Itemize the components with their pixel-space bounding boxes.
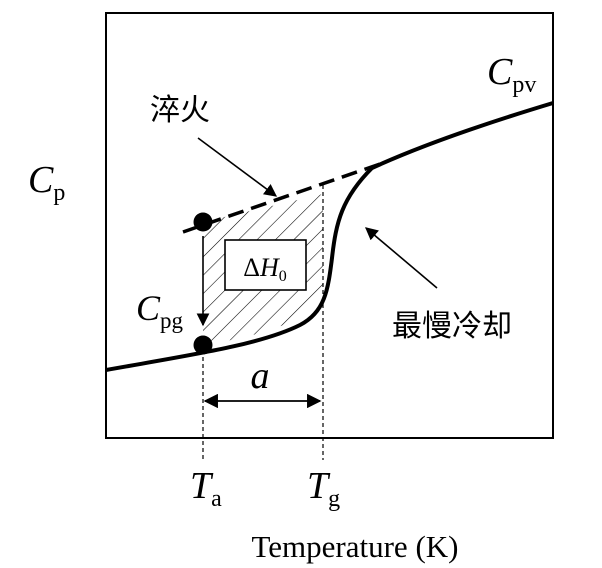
annealed-state-dot (193, 335, 213, 355)
quench-arrow (197, 137, 278, 197)
slow-cool-arrow (365, 227, 438, 289)
a-label: a (251, 355, 270, 397)
enthalpy-label: ΔH0 (243, 253, 287, 285)
cp-curve (105, 101, 554, 372)
x-axis-title: Temperature (K) (252, 529, 459, 564)
cp-axis-label: Cp (28, 159, 65, 206)
plot-frame (105, 12, 554, 439)
tg-label: Tg (307, 465, 340, 512)
quenched-state-dot (193, 212, 213, 232)
slow-cool-label: 最慢冷却 (392, 309, 512, 344)
cpg-label: Cpg (136, 288, 184, 333)
enthalpy-box (224, 239, 307, 291)
cpv-label: Cpv (487, 51, 536, 98)
glass-extrapolation-dashed-line (182, 162, 381, 234)
ta-label: Ta (190, 465, 222, 512)
quench-label: 淬火 (150, 93, 210, 128)
